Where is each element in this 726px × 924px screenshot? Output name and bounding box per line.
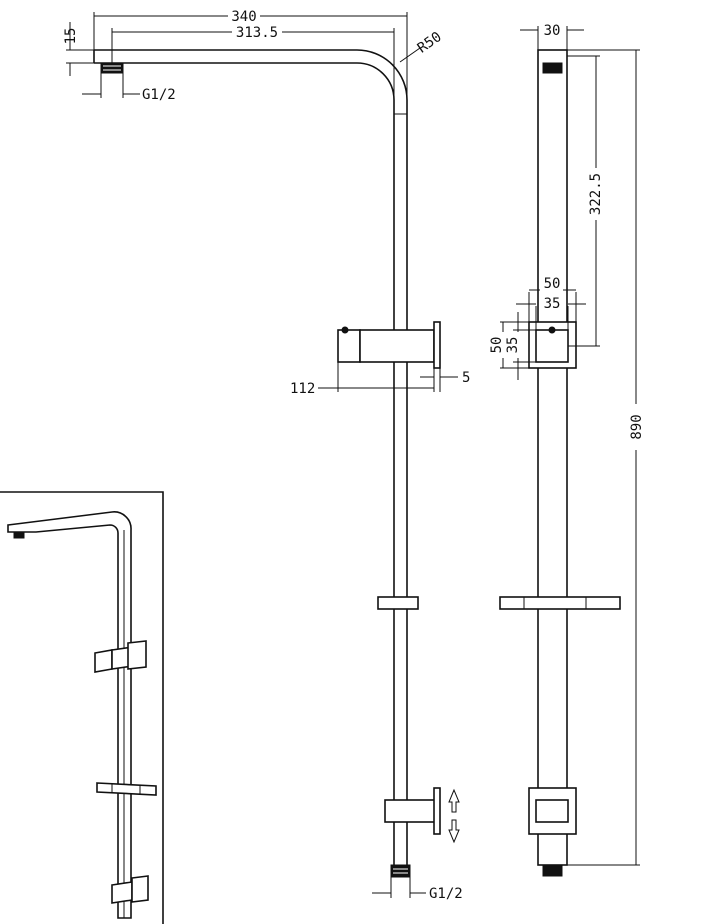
dim-340-label: 340 xyxy=(231,9,256,25)
dim-35-width-label: 35 xyxy=(544,296,561,312)
dim-112-label: 112 xyxy=(290,381,315,397)
dim-arm-length-inner: 313.5 xyxy=(111,25,395,100)
inset-arm xyxy=(7,511,132,919)
side-rail xyxy=(537,49,568,866)
inset-top-nozzle xyxy=(13,531,25,539)
up-down-arrows-icon xyxy=(448,788,460,844)
dim-holder-projection: 112 5 xyxy=(290,362,470,397)
dim-rail-width: 30 xyxy=(520,23,584,50)
side-bottom-bracket xyxy=(528,787,577,835)
side-top-nozzle xyxy=(542,62,563,74)
dim-top-thread-label: G1/2 xyxy=(142,87,176,103)
dim-holder-height: 50 35 xyxy=(489,312,536,380)
bottom-bracket xyxy=(384,787,441,835)
perspective-inset xyxy=(0,491,164,924)
soap-dish xyxy=(377,596,419,610)
dim-322-label: 322.5 xyxy=(588,173,604,215)
dim-bottom-thread: G1/2 xyxy=(372,877,463,902)
front-view: 15 340 313.5 R50 G1/2 xyxy=(63,9,470,902)
dim-890-label: 890 xyxy=(629,414,645,439)
side-soap-dish xyxy=(499,596,621,610)
dim-holder-width: 50 35 xyxy=(516,276,586,330)
dim-50-width-label: 50 xyxy=(544,276,561,292)
inset-bottom-bracket xyxy=(111,875,149,904)
inset-slider-holder xyxy=(94,640,147,673)
dim-arm-length-overall: 340 xyxy=(93,9,408,100)
dim-313-label: 313.5 xyxy=(236,25,278,41)
dim-overall-height: 890 xyxy=(567,49,645,866)
side-view: 30 890 322.5 50 xyxy=(489,23,645,877)
bottom-nozzle xyxy=(390,864,411,878)
dim-bottom-thread-label: G1/2 xyxy=(429,886,463,902)
dim-arm-height: 15 xyxy=(63,22,94,76)
dim-35-height-label: 35 xyxy=(505,337,521,354)
dim-r50-label: R50 xyxy=(415,29,445,57)
dim-arm-height-label: 15 xyxy=(63,28,79,45)
dim-30-label: 30 xyxy=(544,23,561,39)
top-nozzle xyxy=(100,62,124,74)
dim-top-thread: G1/2 xyxy=(82,73,176,103)
shower-arm xyxy=(93,49,408,115)
inset-frame xyxy=(0,491,164,924)
dim-5-label: 5 xyxy=(462,370,470,386)
dim-50-height-label: 50 xyxy=(489,337,505,354)
dim-holder-offset: 322.5 xyxy=(567,55,604,347)
side-slider-holder xyxy=(528,321,577,369)
slider-holder xyxy=(337,321,441,369)
inset-soap-dish xyxy=(96,782,157,796)
side-bottom-nozzle xyxy=(542,864,563,877)
